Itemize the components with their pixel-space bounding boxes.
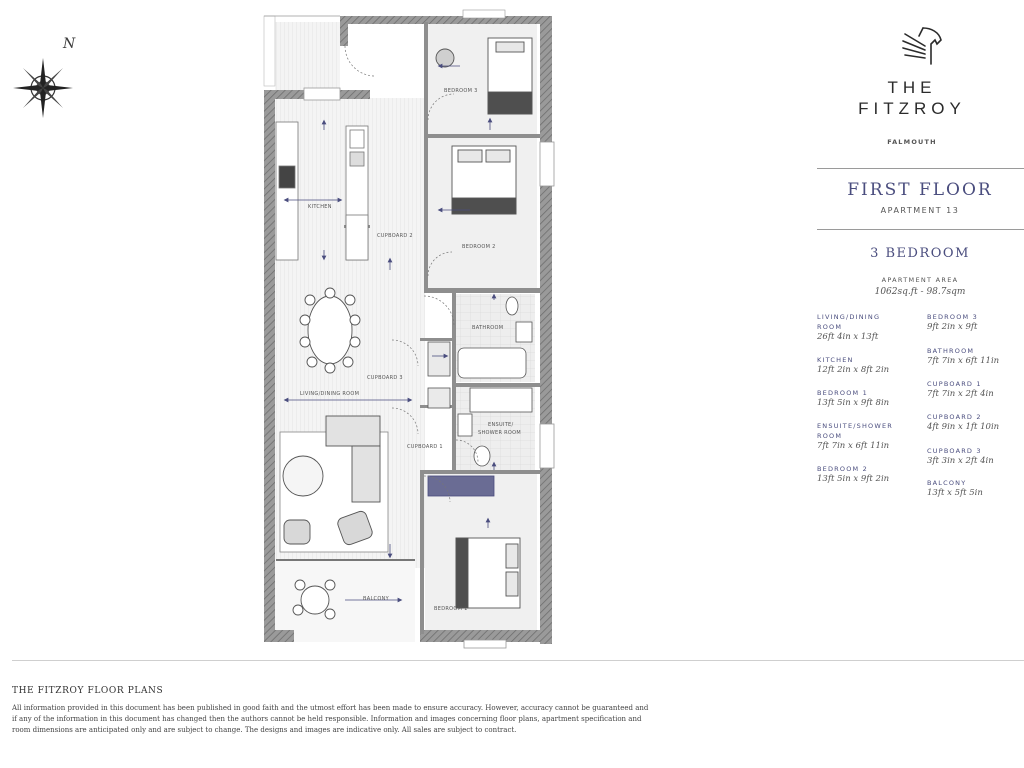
room-bedroom-1: BEDROOM 1 13ft 5in x 9ft 8in [817,388,923,409]
room-name: ENSUITE/SHOWER ROOM [817,422,894,440]
room-name: CUPBOARD 2 [927,413,982,421]
area-value: 1062sq.ft - 98.7sqm [874,287,966,297]
apartment-number: APARTMENT 13 [880,206,960,215]
room-dimensions: 13ft 5in x 9ft 2in [817,474,890,484]
bedroom-count: 3 BEDROOM [870,246,970,261]
room-dimensions: 7ft 7in x 2ft 4in [927,389,994,399]
room-kitchen: KITCHEN 12ft 2in x 8ft 2in [817,355,923,376]
room-name: BEDROOM 1 [817,389,868,397]
floor-plan: N [13,9,555,649]
wardrobe [427,475,495,497]
floor-title: FIRST FLOOR [847,180,993,200]
room-dimensions: 26ft 4in x 13ft [817,332,879,342]
room-name: CUPBOARD 3 [927,447,982,455]
divider [817,168,1024,169]
wall-right [540,16,552,644]
disclaimer-title: THE FITZROY FLOOR PLANS [12,686,164,696]
room-bedroom-2: BEDROOM 2 13ft 5in x 9ft 2in [817,464,923,485]
area-label: APARTMENT AREA [881,276,959,284]
plan-label-cupboard2: CUPBOARD 2 [377,233,413,239]
sofa [325,415,381,503]
room-name: KITCHEN [817,356,854,364]
room-bedroom-3: BEDROOM 3 9ft 2in x 9ft [927,312,1022,333]
room-name: CUPBOARD 1 [927,380,982,388]
room-name: LIVING/DINING ROOM [817,313,881,331]
plan-label-bedroom2: BEDROOM 2 [462,244,496,250]
room-dimensions: 7ft 7in x 6ft 11in [927,356,1000,366]
wall-left [264,90,275,642]
plan-label-kitchen: KITCHEN [308,204,332,210]
dining-table [299,287,361,374]
plan-label-bathroom: BATHROOM [472,325,503,331]
wall-top-right [340,16,552,24]
room-dimensions: 13ft x 5ft 5in [927,488,983,498]
wall-bottom [264,630,294,642]
room-cupboard-1: CUPBOARD 1 7ft 7in x 2ft 4in [927,379,1022,400]
plan-label-living: LIVING/DINING ROOM [300,391,359,397]
brand-location: FALMOUTH [887,138,937,146]
bed-2 [451,145,517,215]
plan-label-ensuite-1: ENSUITE/ [488,422,514,428]
room-ensuite: ENSUITE/SHOWER ROOM 7ft 7in x 6ft 11in [817,421,923,452]
room-dimensions: 3ft 3in x 2ft 4in [927,456,994,466]
room-cupboard-2: CUPBOARD 2 4ft 9in x 1ft 10in [927,412,1022,433]
room-cupboard-3: CUPBOARD 3 3ft 3in x 2ft 4in [927,446,1022,467]
compass-north-label: N [62,36,76,52]
compass: N [13,36,76,118]
room-dimensions: 9ft 2in x 9ft [927,322,978,332]
disclaimer-text: All information provided in this documen… [12,704,649,734]
room-name: BATHROOM [927,347,975,355]
room-name: BALCONY [927,479,967,487]
plan-label-cupboard3: CUPBOARD 3 [367,375,403,381]
room-name: BEDROOM 3 [927,313,978,321]
room-name: BEDROOM 2 [817,465,868,473]
plan-label-ensuite-2: SHOWER ROOM [478,430,521,436]
room-dimensions: 4ft 9in x 1ft 10in [927,422,1000,432]
divider [817,229,1024,230]
coffee-table [282,455,324,497]
bed-3 [435,37,533,115]
plan-label-bedroom1: BEDROOM 1 [434,606,468,612]
room-balcony: BALCONY 13ft x 5ft 5in [927,478,1022,499]
brand-line-1: THE [887,78,937,97]
plan-label-balcony: BALCONY [363,596,390,602]
room-bathroom: BATHROOM 7ft 7in x 6ft 11in [927,346,1022,367]
info-panel: THE FITZROY FALMOUTH FIRST FLOOR APARTME… [817,0,1024,660]
bed-1 [455,537,521,609]
room-dimensions: 12ft 2in x 8ft 2in [817,365,890,375]
brand-line-2: FITZROY [858,99,966,118]
room-living-dining: LIVING/DINING ROOM 26ft 4in x 13ft [817,312,923,343]
plan-label-bedroom3: BEDROOM 3 [444,88,478,94]
plan-label-cupboard1: CUPBOARD 1 [407,444,443,450]
room-dimensions: 7ft 7in x 6ft 11in [817,441,890,451]
kitchen-units [275,121,369,261]
wall-left-top [264,90,304,99]
horse-logo-icon [902,27,942,65]
footer-divider [12,660,1024,661]
room-dimensions: 13ft 5in x 9ft 8in [817,398,890,408]
